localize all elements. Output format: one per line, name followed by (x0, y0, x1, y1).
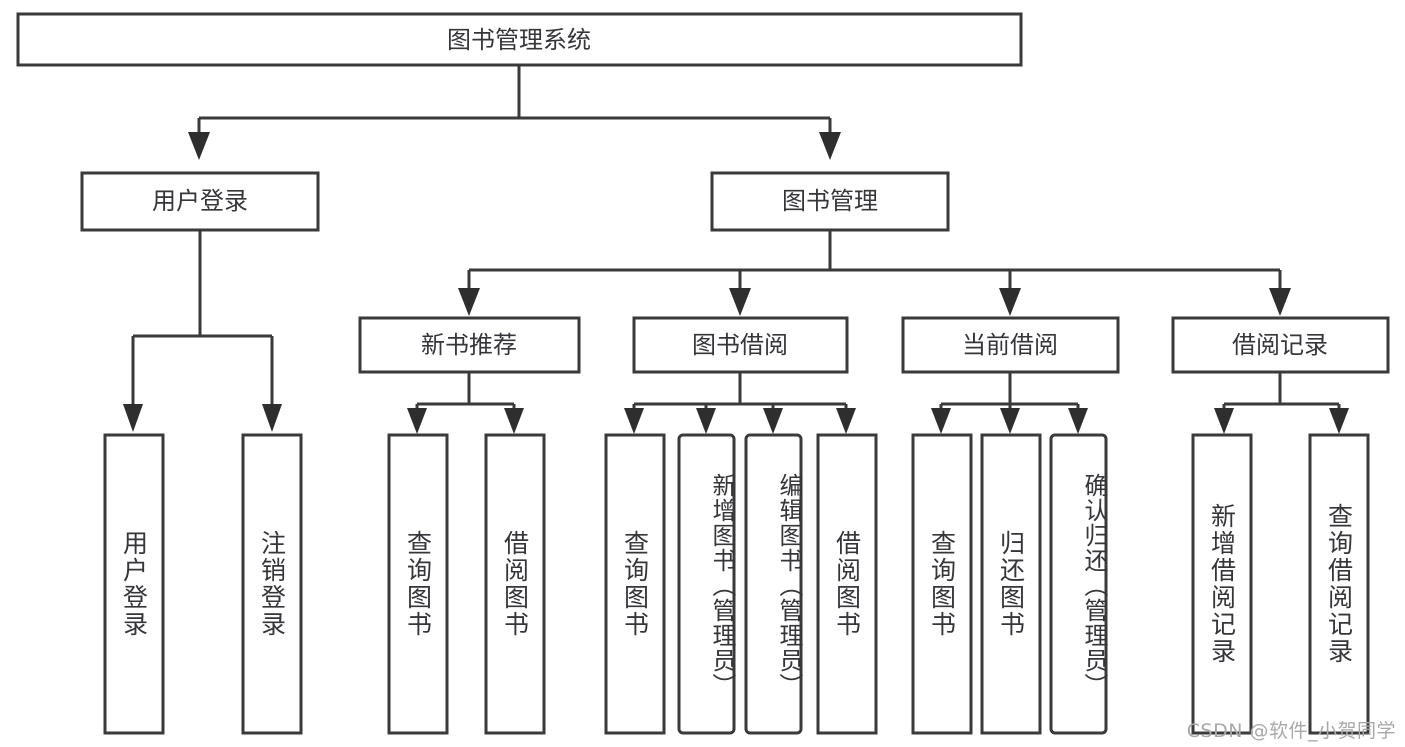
leaf-add-borrow-record-box[interactable] (1191, 433, 1253, 735)
arrow-current-borrow-leaf-2 (1000, 408, 1020, 434)
node-book-borrow-box[interactable] (632, 316, 849, 374)
arrow-user-login-leaf-2 (262, 404, 282, 432)
arrow-book-manage-to-borrow-record (1269, 288, 1291, 316)
arrow-book-borrow-leaf-3 (763, 408, 783, 434)
leaf-query-book-a-box[interactable] (387, 433, 449, 735)
node-borrow-record-label: 借阅记录 (1232, 331, 1328, 359)
arrow-new-book-leaf-2 (504, 408, 524, 434)
node-borrow-record-box[interactable] (1171, 316, 1390, 374)
node-current-borrow-label: 当前借阅 (962, 331, 1058, 359)
arrow-user-login-leaf-1 (123, 404, 143, 432)
arrow-root-to-user-login (188, 132, 210, 160)
leaf-query-book-b-box[interactable] (604, 433, 666, 735)
arrow-book-borrow-leaf-1 (624, 408, 644, 434)
arrow-book-borrow-leaf-2 (696, 408, 716, 434)
leaf-edit-book-admin-box[interactable] (744, 433, 803, 735)
leaf-query-book-c-box[interactable] (911, 433, 973, 735)
csdn-watermark: CSDN @软件_小贺同学 (1186, 720, 1396, 742)
leaf-borrow-book-a-box[interactable] (484, 433, 546, 735)
node-new-book-recommend-label: 新书推荐 (421, 331, 517, 359)
arrow-book-manage-to-book-borrow (729, 288, 751, 316)
node-current-borrow-box[interactable] (901, 316, 1120, 374)
node-new-book-recommend-box[interactable] (358, 316, 581, 374)
node-root-box[interactable] (16, 12, 1023, 67)
arrow-current-borrow-leaf-1 (931, 408, 951, 434)
arrow-book-manage-to-current-borrow (999, 288, 1021, 316)
arrow-borrow-record-leaf-2 (1329, 408, 1349, 434)
arrow-book-manage-to-new-book (458, 288, 480, 316)
arrow-new-book-leaf-1 (407, 408, 427, 434)
leaf-return-book-box[interactable] (980, 433, 1042, 735)
arrow-book-borrow-leaf-4 (836, 408, 856, 434)
node-root-label: 图书管理系统 (447, 26, 591, 54)
leaf-confirm-return-admin-box[interactable] (1049, 433, 1108, 735)
node-book-manage-label: 图书管理 (782, 187, 878, 215)
leaf-borrow-book-b-box[interactable] (816, 433, 878, 735)
leaf-query-borrow-record-box[interactable] (1308, 433, 1370, 735)
node-user-login-label: 用户登录 (152, 187, 248, 215)
node-book-manage-box[interactable] (710, 171, 950, 232)
leaf-logout-box[interactable] (241, 433, 303, 735)
node-book-borrow-label: 图书借阅 (692, 331, 788, 359)
arrow-root-to-book-manage (819, 132, 841, 160)
leaf-add-book-admin-box[interactable] (677, 433, 736, 735)
leaf-user-login-box[interactable] (103, 433, 165, 735)
arrow-current-borrow-leaf-3 (1068, 408, 1088, 434)
arrow-borrow-record-leaf-1 (1214, 408, 1234, 434)
